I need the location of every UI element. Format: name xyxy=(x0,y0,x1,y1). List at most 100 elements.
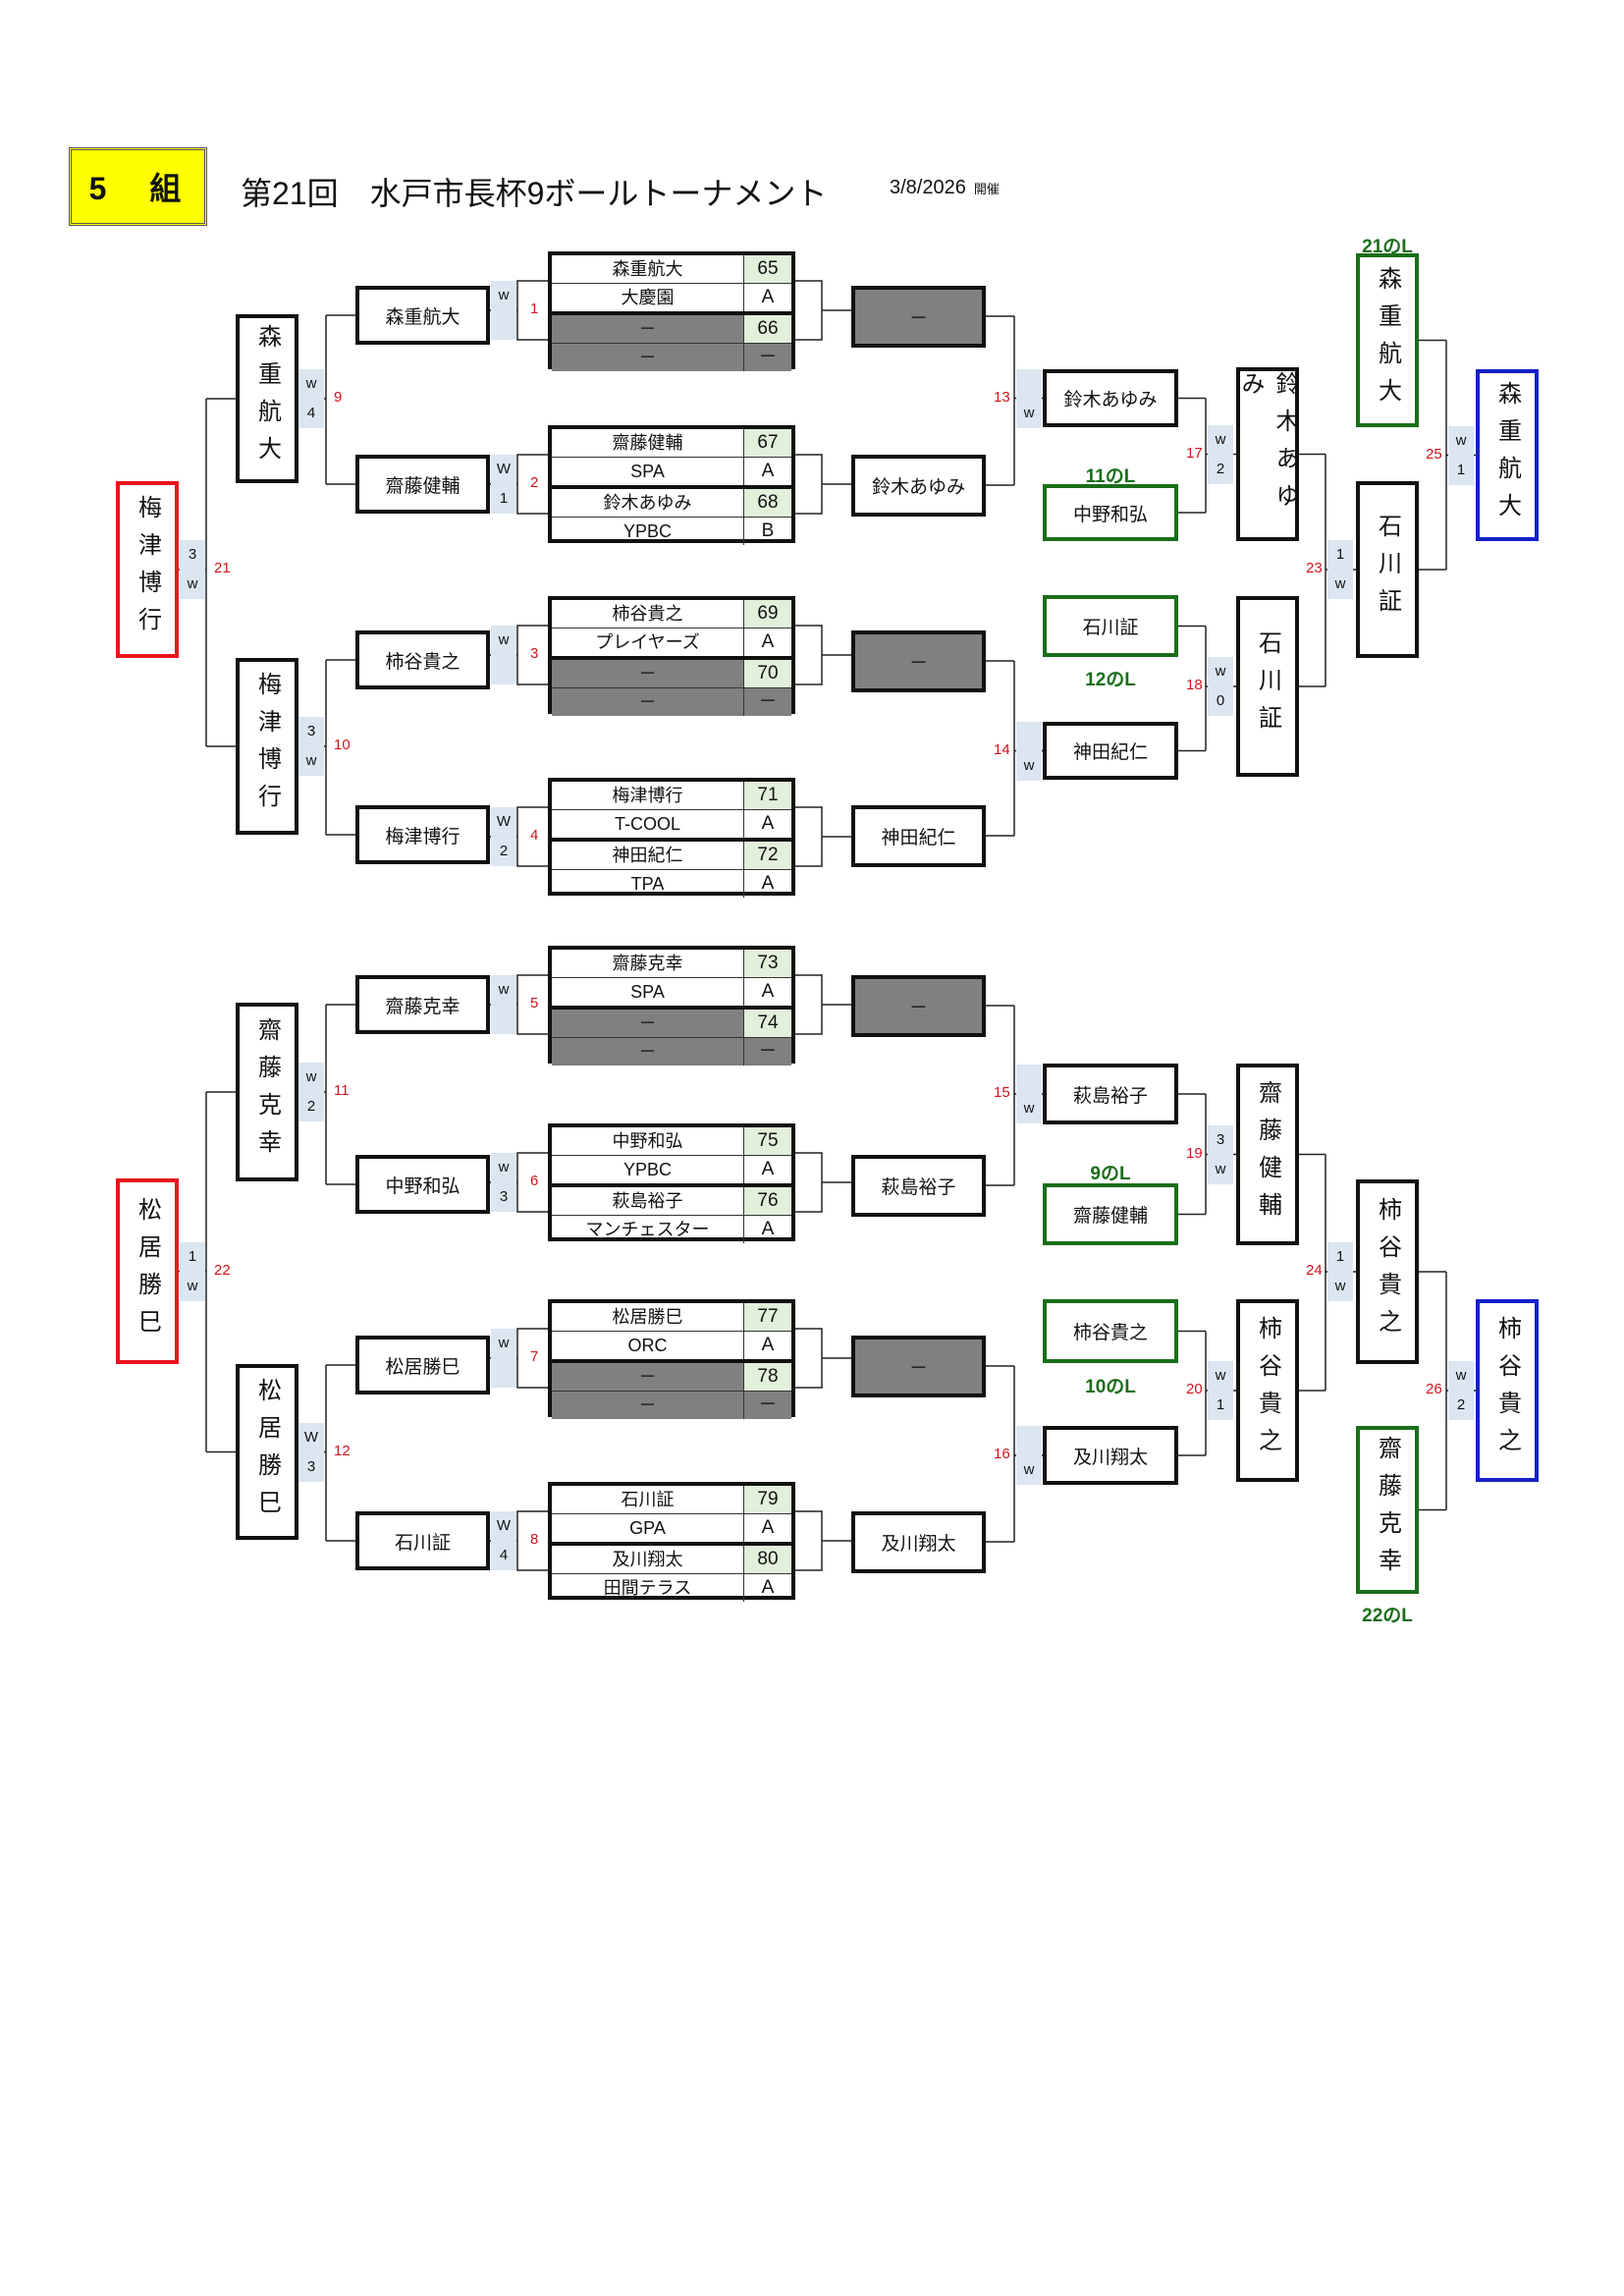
match-number: 6 xyxy=(530,1173,539,1189)
score-cell-top xyxy=(1016,368,1042,399)
table-row: －－ xyxy=(552,1392,791,1419)
match-number: 19 xyxy=(1186,1144,1203,1162)
score-cell-bottom: w xyxy=(180,570,205,599)
player-name: GPA xyxy=(552,1514,744,1542)
score-cell-top: w xyxy=(491,1329,516,1358)
player-name: ORC xyxy=(552,1332,744,1359)
match-number: 11 xyxy=(334,1082,350,1099)
score-cell-bottom xyxy=(491,655,516,684)
loser-bracket-box: 齋藤健輔 xyxy=(1043,1183,1178,1245)
player-code: － xyxy=(744,1392,791,1419)
winner-box-right-r1: － xyxy=(851,630,986,692)
player-name: 神田紀仁 xyxy=(552,842,744,869)
score-cell-bottom: w xyxy=(1016,750,1042,781)
loser-bracket-box-r3: 森重航大 xyxy=(1356,253,1419,427)
player-name: － xyxy=(552,1038,744,1066)
player-code: A xyxy=(761,813,775,834)
match-number: 13 xyxy=(994,388,1010,406)
score-cell-bottom: 2 xyxy=(1448,1391,1474,1420)
score-cell-bottom: 0 xyxy=(1208,686,1233,716)
player-name: － xyxy=(552,1010,744,1037)
page-title: 第21回 水戸市長杯9ボールトーナメント xyxy=(241,176,828,211)
semifinal-box: 梅津博行 xyxy=(116,481,179,658)
score-cell-top xyxy=(1016,1065,1042,1094)
score-cell-bottom: 1 xyxy=(1448,455,1474,485)
player-code: A xyxy=(761,1577,775,1598)
player-code: 75 xyxy=(744,1127,791,1155)
player-code: 73 xyxy=(744,950,791,977)
player-name: － xyxy=(552,1392,744,1419)
player-code: 76 xyxy=(744,1187,791,1215)
loser-label-11: 11のL xyxy=(1085,466,1136,487)
table-row: －－ xyxy=(552,344,791,371)
match-number: 21 xyxy=(214,560,231,576)
score-cell-bottom: w xyxy=(180,1271,205,1301)
loser-bracket-box: 萩島裕子 xyxy=(1043,1064,1178,1124)
score-cell-bottom xyxy=(491,1358,516,1388)
match-number: 22 xyxy=(214,1261,231,1279)
player-code: 74 xyxy=(744,1010,791,1037)
player-name: 松居勝巳 xyxy=(552,1303,744,1331)
match-number: 16 xyxy=(994,1446,1010,1462)
player-name: 齋藤克幸 xyxy=(552,950,744,977)
match-number: 5 xyxy=(530,995,539,1011)
player-code: 70 xyxy=(744,660,791,687)
match-number: 20 xyxy=(1186,1381,1203,1397)
winner-box-left-r1: 柿谷貴之 xyxy=(355,630,490,689)
score-cell-top xyxy=(1016,721,1042,751)
score-cell-bottom: w xyxy=(1208,1154,1233,1184)
loser-bracket-box: 柿谷貴之 xyxy=(1043,1299,1178,1363)
match-number: 7 xyxy=(530,1348,539,1365)
match-number: 1 xyxy=(530,301,539,317)
player-code: A xyxy=(761,1219,775,1239)
player-code: A xyxy=(761,1335,775,1355)
score-cell-bottom: w xyxy=(1016,1455,1042,1485)
score-cell-top: 1 xyxy=(180,1241,205,1272)
player-code: B xyxy=(761,520,775,541)
player-code: A xyxy=(761,287,775,307)
player-name: T-COOL xyxy=(552,810,744,838)
winner-box-left-r1: 松居勝巳 xyxy=(355,1336,490,1394)
match-number: 12 xyxy=(334,1442,351,1459)
score-cell-bottom: 1 xyxy=(1208,1391,1233,1420)
match-number: 24 xyxy=(1306,1262,1323,1279)
winner-box-right-r1: 萩島裕子 xyxy=(851,1155,986,1217)
player-name: 田間テラス xyxy=(552,1574,744,1602)
score-cell-bottom: w xyxy=(1327,570,1353,599)
score-cell-bottom xyxy=(491,310,516,340)
score-cell-bottom: 2 xyxy=(1208,454,1233,484)
player-name: 梅津博行 xyxy=(552,782,744,809)
loser-bracket-box: 中野和弘 xyxy=(1043,484,1178,541)
score-cell-top: w xyxy=(1208,424,1233,455)
score-cell-bottom: 3 xyxy=(298,1451,324,1482)
player-code: － xyxy=(744,1038,791,1066)
winner-box-left-r1: 齋藤克幸 xyxy=(355,975,490,1034)
winner-box-right-r1: 鈴木あゆみ xyxy=(851,455,986,517)
table-row: 田間テラス A xyxy=(552,1574,791,1602)
player-name: － xyxy=(552,315,744,343)
player-code: 77 xyxy=(744,1303,791,1331)
loser-bracket-box-r2: 石川証 xyxy=(1236,596,1299,777)
winner-box-right-r1: － xyxy=(851,286,986,348)
winner-box-left-r1: 齋藤健輔 xyxy=(355,455,490,514)
match-number: 8 xyxy=(530,1531,539,1548)
player-code: 71 xyxy=(744,782,791,809)
loser-bracket-box-r2: 齋藤健輔 xyxy=(1236,1064,1299,1245)
player-code: A xyxy=(761,873,775,894)
date-suffix: 開催 xyxy=(973,182,1000,196)
player-code: A xyxy=(761,631,775,652)
